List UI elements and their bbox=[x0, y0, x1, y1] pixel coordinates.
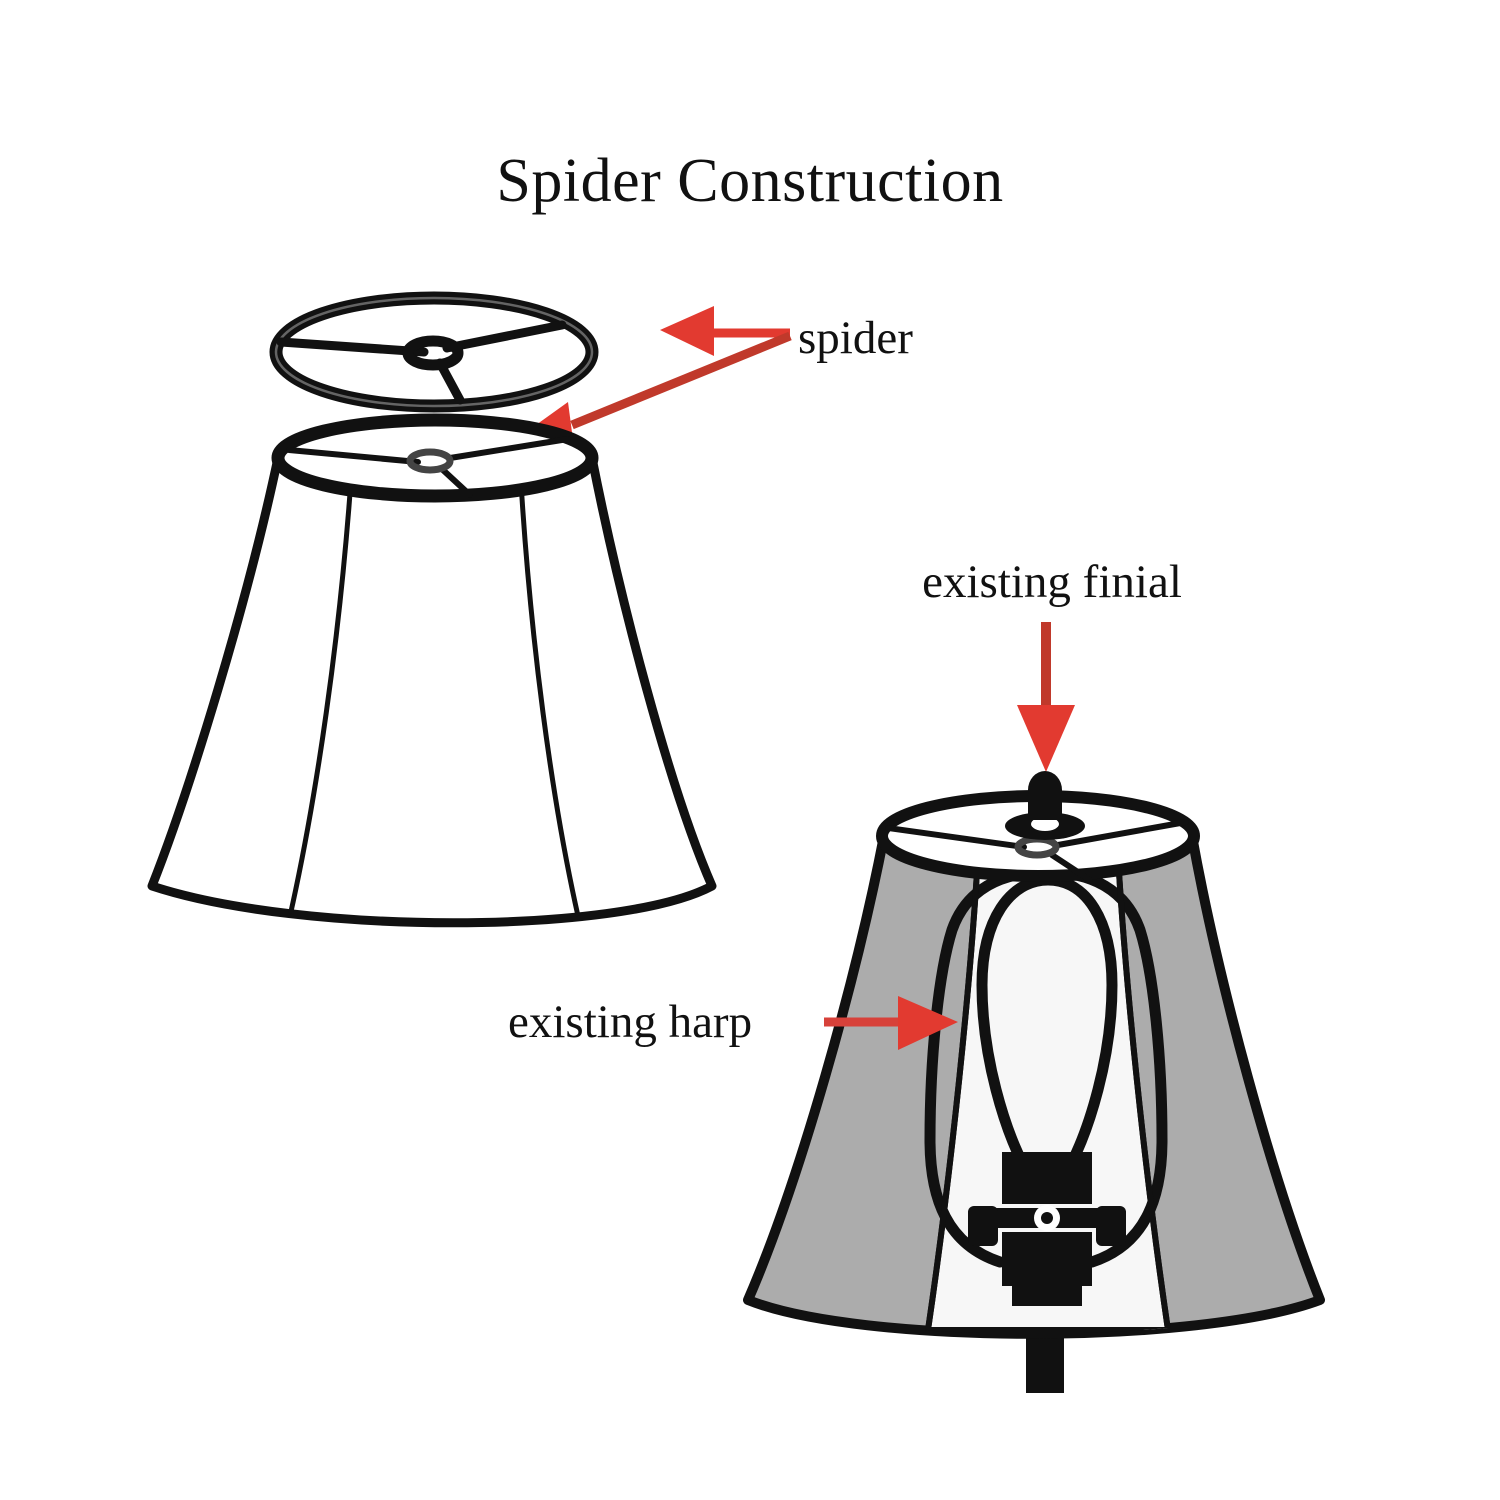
light-bulb bbox=[976, 874, 1118, 1168]
left-shade-top-ring bbox=[271, 413, 599, 503]
socket-upper-shell bbox=[1002, 1152, 1092, 1204]
socket-lower-shell bbox=[1002, 1232, 1092, 1286]
left-shade-spider bbox=[286, 436, 571, 498]
bulb-glass bbox=[976, 874, 1118, 1168]
left-spider-spoke-right bbox=[447, 436, 571, 461]
harp-arrowhead bbox=[898, 996, 958, 1050]
annotation-existing-finial: existing finial bbox=[922, 556, 1182, 772]
socket-base bbox=[1012, 1286, 1082, 1306]
harp-right-arm bbox=[1040, 866, 1168, 1268]
right-spider-spoke-lower bbox=[1049, 852, 1093, 883]
right-shade-seam-right bbox=[1113, 836, 1171, 1331]
left-shade-seam-2 bbox=[517, 465, 581, 917]
spider-arrow-shaft-bottom bbox=[570, 331, 792, 430]
spider-spoke-left bbox=[276, 337, 429, 357]
page-title: Spider Construction bbox=[496, 147, 1003, 215]
right-lampshade-assembly bbox=[743, 771, 1325, 1393]
spider-hub-ring bbox=[402, 335, 464, 371]
spider-arrowhead-top bbox=[660, 306, 714, 356]
finial-cap bbox=[1028, 771, 1062, 820]
right-spider-spoke-left bbox=[885, 825, 1027, 850]
socket-left-lug bbox=[968, 1206, 998, 1246]
left-spider-spoke-lower bbox=[440, 467, 473, 498]
finial-seat-hole bbox=[1031, 817, 1059, 831]
lamp-socket bbox=[968, 1152, 1126, 1306]
spider-ring-highlight bbox=[274, 296, 594, 408]
right-shade-seam-left bbox=[925, 836, 983, 1331]
left-spider-spoke-left bbox=[286, 447, 421, 465]
label-spider: spider bbox=[798, 312, 913, 364]
left-spider-hub-ring bbox=[406, 448, 454, 474]
label-existing-harp: existing harp bbox=[508, 996, 752, 1048]
spider-spoke-upper-right bbox=[442, 320, 567, 353]
left-shade-body bbox=[147, 453, 717, 928]
socket-switch-center bbox=[1041, 1212, 1053, 1224]
detached-spider-ring bbox=[269, 291, 599, 413]
right-spider-spoke-right bbox=[1055, 819, 1189, 848]
annotation-existing-harp: existing harp bbox=[508, 996, 958, 1050]
label-existing-finial: existing finial bbox=[922, 556, 1182, 608]
left-lampshade bbox=[147, 413, 717, 928]
left-shade-seam-1 bbox=[287, 465, 355, 917]
annotation-spider: spider bbox=[508, 306, 913, 455]
socket-right-lug bbox=[1096, 1206, 1126, 1246]
spider-outer-ring bbox=[269, 291, 599, 413]
finial-arrowhead bbox=[1017, 705, 1075, 772]
